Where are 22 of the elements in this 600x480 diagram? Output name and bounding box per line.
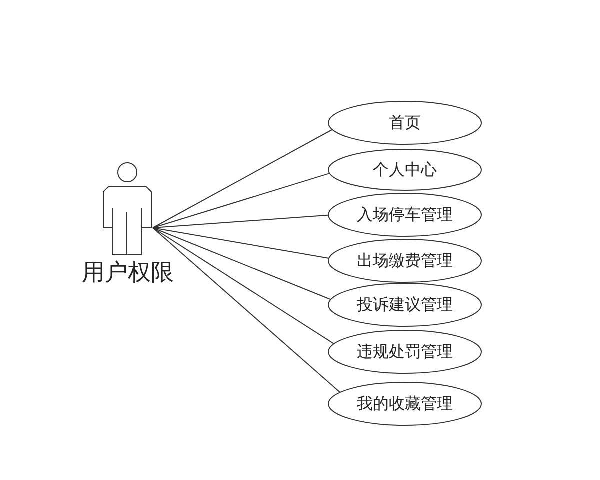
use-case-label: 入场停车管理 <box>356 204 454 224</box>
connector-line <box>152 214 329 228</box>
use-case-ellipse <box>328 238 482 282</box>
connector-line <box>152 228 329 259</box>
use-case-ellipse <box>328 192 482 236</box>
use-case-label: 违规处罚管理 <box>356 342 454 362</box>
use-case-ellipse <box>328 282 482 326</box>
actor-label: 用户权限 <box>81 259 175 287</box>
use-case-label: 我的收藏管理 <box>356 394 454 414</box>
use-case-ellipse <box>328 101 482 145</box>
use-case-label: 投诉建议管理 <box>356 294 454 314</box>
use-case-ellipse <box>328 330 482 374</box>
connector-line <box>152 173 330 228</box>
use-case-label: 出场缴费管理 <box>356 250 454 270</box>
use-case-ellipse <box>328 382 482 426</box>
connector-line <box>152 228 340 393</box>
connector-line <box>152 130 332 228</box>
connector-line <box>152 228 331 300</box>
use-case-ellipse <box>328 149 482 191</box>
use-case-label: 首页 <box>388 113 422 133</box>
use-case-label: 个人中心 <box>372 160 438 180</box>
connector-line <box>152 228 334 344</box>
